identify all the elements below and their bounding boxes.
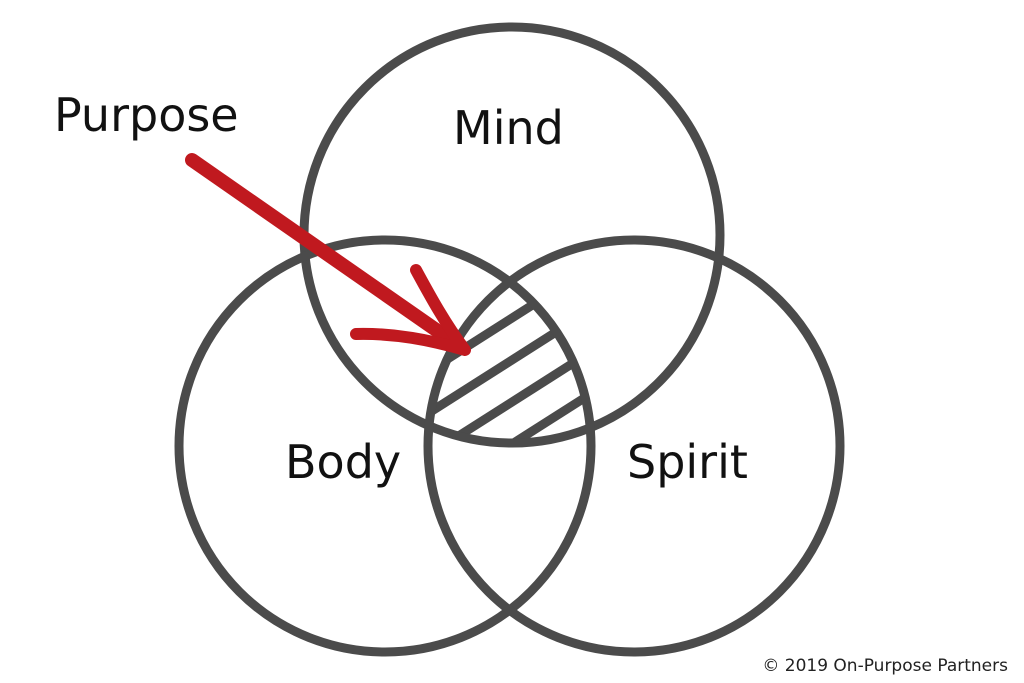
arrow-head [350,264,471,356]
spirit-circle [423,235,845,657]
body-label: Body [285,435,401,489]
mind-label: Mind [453,101,564,155]
copyright-notice: © 2019 On-Purpose Partners [762,656,1008,676]
body-circle [174,235,596,657]
mind-circle [299,22,725,448]
arrow-shaft [185,153,459,348]
purpose-arrow [185,153,471,356]
purpose-label: Purpose [54,88,239,142]
spirit-label: Spirit [627,435,748,489]
